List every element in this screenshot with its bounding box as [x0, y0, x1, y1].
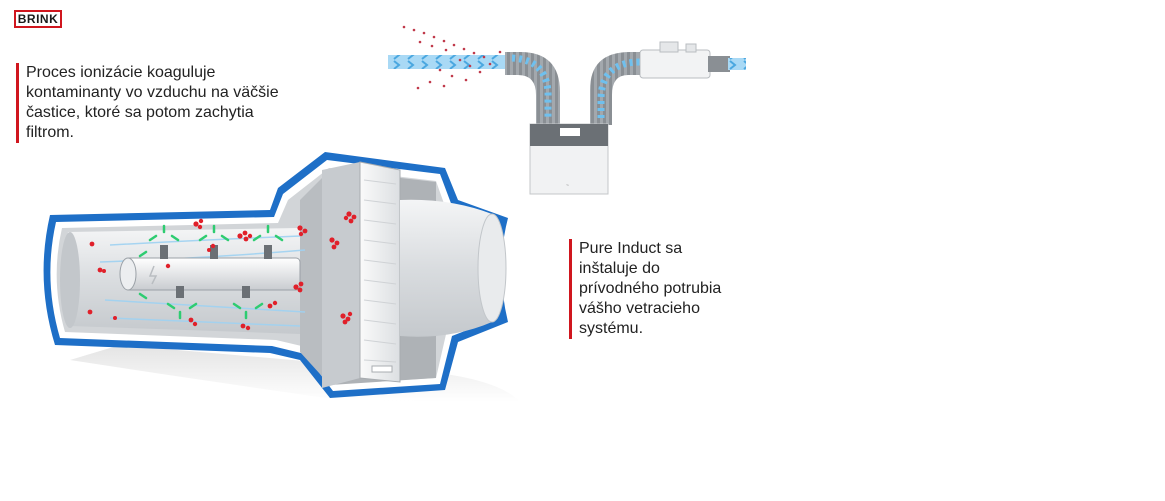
filter-cassette	[322, 161, 401, 388]
installation-note-line: prívodného potrubia	[579, 280, 722, 297]
installation-note-line: Pure Induct sa	[579, 240, 683, 257]
contaminants	[87, 211, 357, 331]
contaminant-trail	[402, 25, 502, 90]
ionization-note-line: filtrom.	[26, 124, 74, 141]
airflow-arrows	[388, 55, 510, 69]
ionization-note-line: častice, ktoré sa potom zachytia	[26, 104, 254, 121]
installation-note-line: inštaluje do	[579, 260, 660, 277]
brink-logo: BRINK	[14, 10, 62, 28]
installation-note-line: vášho vetracieho	[579, 300, 700, 317]
supply-duct-right	[590, 52, 645, 125]
ions	[138, 224, 284, 320]
installation-note-line: systému.	[579, 320, 644, 337]
pure-induct-module	[639, 49, 711, 79]
pure-induct-cutaway	[43, 152, 520, 402]
ionization-note: Proces ionizácie koaguluje kontaminanty …	[16, 63, 316, 143]
installation-note: Pure Induct sa inštaluje do prívodného p…	[569, 239, 779, 339]
duct-outlet	[400, 199, 492, 337]
ionization-note-line: Proces ionizácie koaguluje	[26, 64, 216, 81]
svg-text:~: ~	[566, 183, 569, 189]
ventilation-system: ~	[388, 25, 746, 195]
ionization-note-line: kontaminanty vo vzduchu na väčšie	[26, 84, 279, 101]
logo-text: BRINK	[17, 12, 59, 26]
